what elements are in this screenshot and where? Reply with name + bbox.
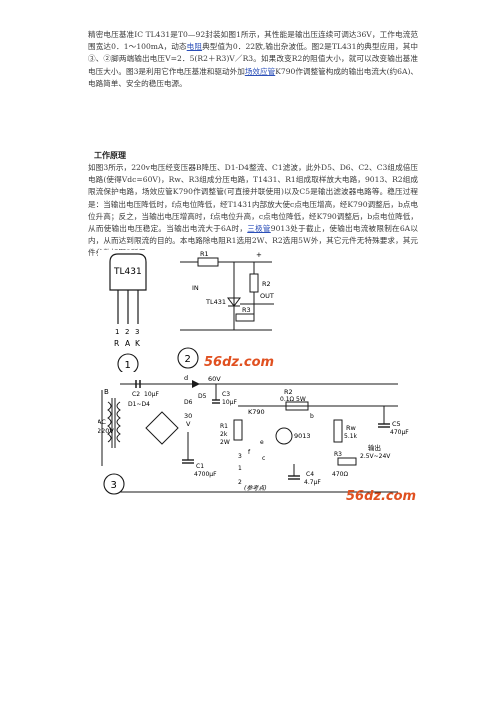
intro-text-1: 精密电压基准IC TL431是T0—92封装如图1所示，其性能是输出压连续可调达… [88,30,418,52]
d1d4-label: D1~D4 [128,401,150,408]
figure-3-power-supply-schematic: B AC 220V C2 10μF d 60V D1~D4 D6 D5 C3 1… [97,372,424,504]
ac-label: AC [98,418,106,426]
output-range: 2.5V~24V [360,453,391,460]
pin-2-label: 2 [238,479,242,486]
rw-potentiometer [333,419,343,443]
c5-label: C5 [392,420,401,428]
figure-number: 1 [125,360,131,371]
d-label: d [184,374,188,382]
r1-power: 2W [220,439,230,446]
v-unit-label: V [186,420,191,428]
figure-number: 3 [111,480,117,491]
section-heading: 工作原理 [94,151,126,160]
resistor-link[interactable]: 电阻 [186,42,203,52]
node-e: e [260,439,264,446]
transformer-secondary [116,401,121,443]
plus-sign: + [256,251,262,259]
rw-label: Rw [346,424,357,432]
c4-label: C4 [306,471,314,478]
r3-resistor [235,313,255,322]
pin-1: 1 [115,328,119,336]
r2-label: R2 [284,388,293,396]
node-f: f [248,449,251,456]
transistor-9013 [275,427,293,445]
diode-d [192,380,200,388]
to92-body [109,253,147,291]
r3-resistor [337,457,357,466]
pin-name-r: R [114,339,119,348]
figure-number: 2 [185,354,191,365]
r1-label: R1 [220,423,228,430]
transformer-primary [107,401,112,443]
v60-label: 60V [208,375,221,383]
figure-1-tl431-package: TL431 1 2 3 R A K 1 [98,250,164,376]
chip-label: TL431 [113,267,142,277]
r3-value: 470Ω [332,471,348,478]
bridge-rectifier [145,411,179,445]
r1-value: 2k [220,431,228,438]
transistor-link[interactable]: 三极管 [247,224,271,234]
r1-resistor [233,419,243,441]
figure-number-circle [177,347,199,369]
d5-label: D5 [198,393,207,400]
k790-label: K790 [248,408,265,416]
node-c: c [262,455,265,462]
tl431-label: TL431 [205,298,226,306]
watermark: 56dz.com [204,355,274,370]
c1-label: C1 [196,463,204,470]
pin-3-label: 3 [238,453,242,460]
r2-value: 0.1Ω 5W [280,396,306,403]
node-b: b [310,413,314,420]
c2-label: C2 [132,391,140,398]
intro-paragraph: 精密电压基准IC TL431是T0—92封装如图1所示，其性能是输出压连续可调达… [88,29,418,90]
figure-2-typical-application: R1 + R2 OUT TL431 IN R3 2 56dz.com [174,248,284,372]
t9013-label: 9013 [294,432,311,440]
output-label: 输出 [368,443,381,452]
r1-label: R1 [200,250,209,258]
pin-2: 2 [125,328,129,336]
figure-number-circle [103,473,125,495]
mosfet-link[interactable]: 场效应管 [244,66,276,76]
ac-voltage-label: 220V [98,427,114,435]
transformer-b-label: B [104,388,109,396]
watermark: 56dz.com [346,489,416,504]
c2-value: 10μF [144,391,159,398]
r2-label: R2 [262,280,271,288]
principle-paragraph: 如图3所示，220v电压经变压器B降压、D1-D4整流、C1滤波，此外D5、D6… [88,162,418,260]
r3-label: R3 [334,451,342,458]
r2-resistor [249,273,259,293]
tl431-symbol [227,297,241,307]
principle-text-1: 如图3所示，220v电压经变压器B降压、D1-D4整流、C1滤波，此外D5、D6… [88,163,418,234]
c3-label: C3 [222,391,230,398]
pin-name-k: K [135,339,141,348]
c1-value: 4700μF [194,471,217,478]
in-label: IN [192,284,199,292]
c3-value: 10μF [222,399,237,406]
v30-label: 30 [184,412,192,420]
out-label: OUT [260,292,274,300]
r1-resistor [197,257,219,267]
pin-name-a: A [125,339,131,348]
pin-1-label: 1 [238,465,242,472]
c4-value: 4.7μF [304,479,321,486]
intro-text-2: 典型值为0．22欧,输出杂波低。图2是TL431的典型应用，其中③、②脚两端输出… [88,42,419,76]
intro-text-3: K790作调整管构成的输出电流大(约6A)、电路简单、安全的稳压电源。 [88,66,419,88]
d6-label: D6 [184,399,193,406]
r3-label: R3 [242,306,251,314]
c5-value: 470μF [390,429,409,436]
rw-value: 5.1k [344,433,358,440]
reference-point: (参考点) [244,484,267,492]
pin-3: 3 [135,328,139,336]
